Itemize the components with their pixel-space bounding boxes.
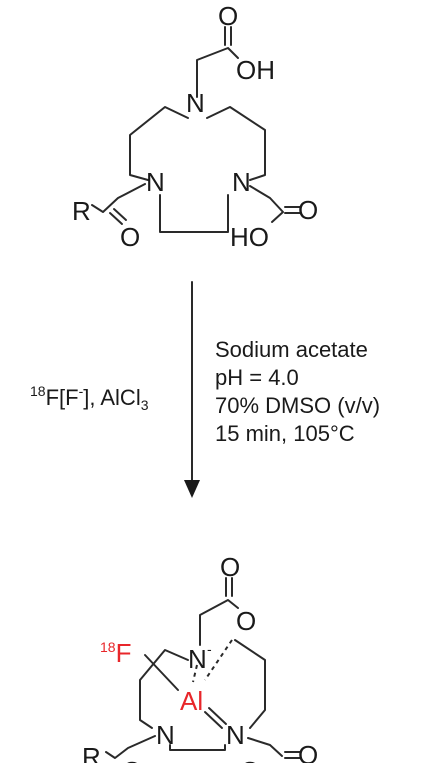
reaction-conditions: Sodium acetate pH = 4.0 70% DMSO (v/v) 1… — [215, 337, 380, 446]
product-structure: 18F Al N - N N R O O O O O — [82, 552, 318, 763]
reactant-atom-n-left: N — [146, 167, 165, 197]
product-atom-o-ring: O — [236, 606, 256, 636]
reactant-top-arm-bond — [196, 47, 239, 98]
product-ring-bond — [234, 639, 266, 729]
reactant-right-arm-bond — [249, 185, 284, 223]
reactant-top-carbonyl-bond — [224, 26, 232, 46]
reactant-atom-n-right: N — [232, 167, 251, 197]
product-atom-n-top: N — [188, 644, 207, 674]
product-al-n-bond — [204, 707, 227, 729]
product-atom-r-group: R — [82, 742, 101, 763]
product-f-al-bond — [144, 654, 179, 691]
reactant-ring-bond — [159, 194, 229, 233]
reactant-atom-oh-top: OH — [236, 55, 275, 85]
product-ring-bond — [139, 649, 189, 729]
reactant-atom-o-acid-top: O — [218, 1, 238, 31]
reactant-left-arm-bond — [91, 183, 146, 213]
product-top-carbonyl-bond — [225, 577, 233, 597]
product-o-al-coordination — [204, 639, 233, 681]
reaction-arrow — [184, 281, 200, 498]
product-right-arm-bond — [247, 737, 283, 757]
condition-line-ph: pH = 4.0 — [215, 365, 299, 390]
product-atom-o-top: O — [220, 552, 240, 582]
product-atom-n-right: N — [226, 720, 245, 750]
reactant-right-carbonyl-bond — [284, 206, 301, 214]
product-atom-o-bottom-right: O — [240, 756, 260, 763]
reaction-arrow-head — [184, 480, 200, 498]
product-left-arm-bond — [105, 735, 156, 759]
reactant-atom-n-top: N — [186, 88, 205, 118]
product-atom-n-top-charge: - — [207, 641, 212, 657]
reactant-structure: N N N R O O OH O HO — [72, 1, 318, 252]
condition-line-time-temp: 15 min, 105°C — [215, 421, 355, 446]
reactant-ring-bond — [206, 106, 266, 181]
reactant-atom-o-keto: O — [120, 222, 140, 252]
product-n-al-coordination — [192, 664, 198, 683]
product-atom-o-right: O — [298, 740, 318, 763]
product-atom-aluminium: Al — [180, 686, 203, 716]
reactant-atom-ho-right: HO — [230, 222, 269, 252]
product-atom-fluorine: 18F — [100, 638, 131, 668]
product-top-arm-bond — [199, 599, 239, 646]
condition-line-buffer: Sodium acetate — [215, 337, 368, 362]
reactant-left-carbonyl-bond — [109, 208, 127, 225]
reactant-atom-o-acid-right: O — [298, 195, 318, 225]
condition-line-solvent: 70% DMSO (v/v) — [215, 393, 380, 418]
reactant-ring-bond — [129, 106, 189, 181]
reagent-label: 18F[F-], AlCl3 — [30, 383, 149, 413]
product-atom-o-bottom-left: O — [122, 756, 142, 763]
product-atom-n-left: N — [156, 720, 175, 750]
reactant-atom-r-group: R — [72, 196, 91, 226]
product-ring-bond — [169, 744, 226, 751]
product-right-carbonyl-bond — [284, 751, 301, 759]
